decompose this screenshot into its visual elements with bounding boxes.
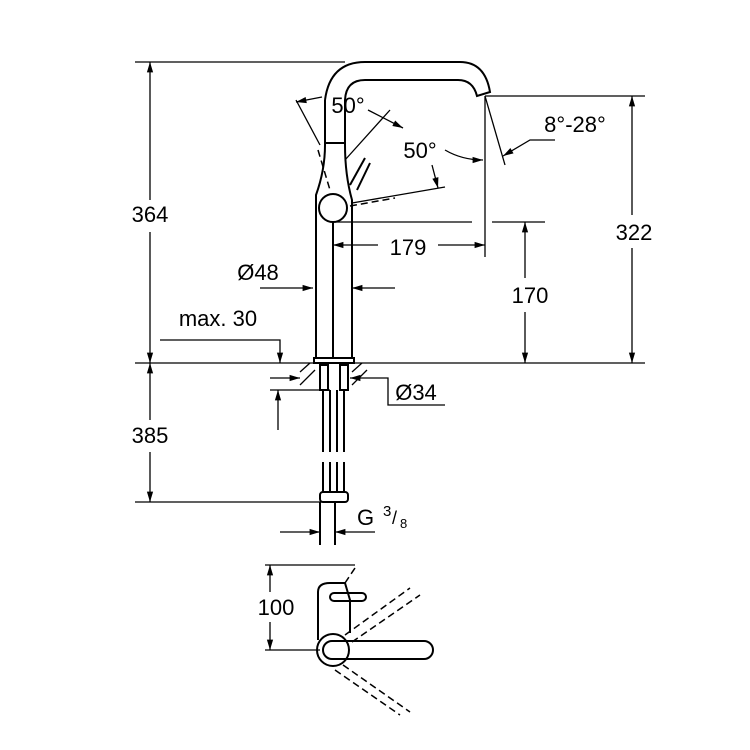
dim-diameter-34: Ø34 <box>395 380 437 405</box>
angle-50-left: 50° <box>331 93 364 118</box>
angle-50-right: 50° <box>403 138 436 163</box>
dim-diameter-48: Ø48 <box>237 260 279 285</box>
dim-385: 385 <box>132 423 169 448</box>
dim-thread-den: 8 <box>400 516 407 531</box>
dim-max-30: max. 30 <box>179 306 257 331</box>
dim-364: 364 <box>132 202 169 227</box>
extension-lines <box>135 61 645 503</box>
dim-100: 100 <box>258 595 295 620</box>
faucet-front-view <box>299 61 492 545</box>
angle-8-28: 8°-28° <box>544 112 606 137</box>
svg-text:/: / <box>392 508 397 528</box>
faucet-plan-view <box>316 567 434 716</box>
dimension-lines <box>146 62 636 651</box>
deck-hatching <box>299 362 368 386</box>
dim-322: 322 <box>616 220 653 245</box>
dim-179: 179 <box>390 235 427 260</box>
dim-thread-num: 3 <box>383 503 391 520</box>
dim-thread-g: G <box>357 505 374 530</box>
dim-170: 170 <box>512 283 549 308</box>
